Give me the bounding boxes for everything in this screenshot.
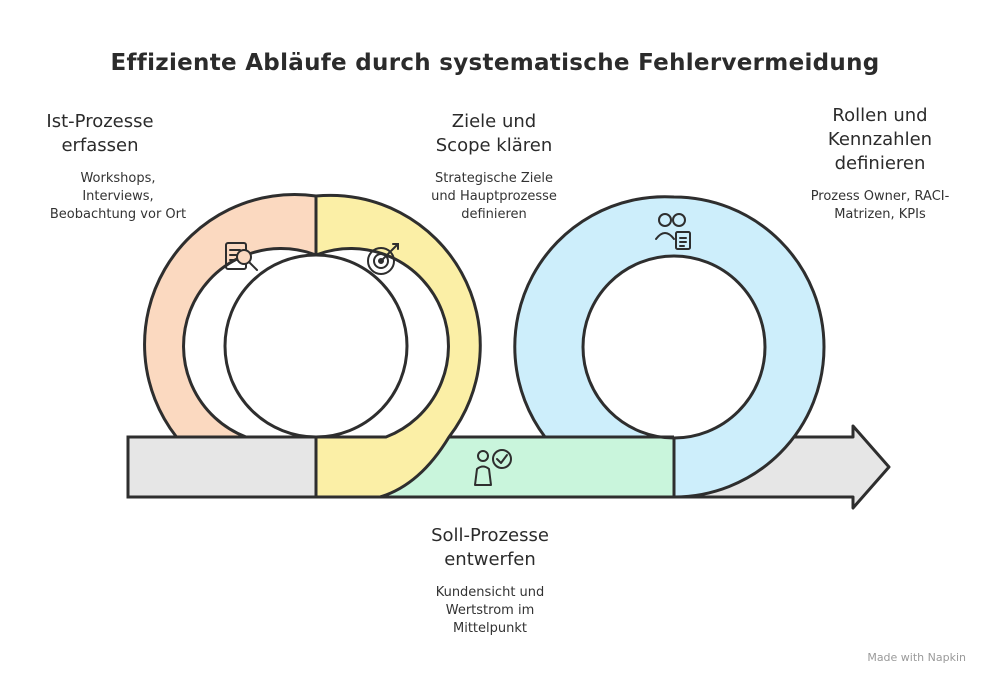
step-heading: Rollen und Kennzahlen definieren <box>827 105 933 174</box>
step-heading: Soll-Prozesse entwerfen <box>431 525 549 570</box>
arrow-tail <box>126 435 318 499</box>
ring-ist-prozesse <box>143 192 318 439</box>
person-check-icon <box>474 449 512 486</box>
step-soll-prozesse: Soll-Prozesse entwerfen Kundensicht und … <box>400 524 580 638</box>
made-with-napkin-badge[interactable]: Made with Napkin <box>867 651 966 664</box>
step-ist-prozesse: Ist-Prozesse erfassen Workshops, Intervi… <box>10 110 190 224</box>
step-ziele-scope: Ziele und Scope klären Strategische Ziel… <box>404 110 584 224</box>
target-arrow-icon <box>367 243 399 275</box>
diagram-title: Effiziente Abläufe durch systematische F… <box>110 50 880 76</box>
step-description: Strategische Ziele und Hauptprozesse def… <box>431 171 557 222</box>
ring-inner-right <box>581 254 767 440</box>
step-heading: Ziele und Scope klären <box>435 111 553 156</box>
users-document-icon <box>655 213 691 250</box>
step-description: Prozess Owner, RACI- Matrizen, KPIs <box>810 189 950 222</box>
ring-ziele-scope <box>314 193 482 499</box>
document-search-icon <box>225 242 258 271</box>
step-description: Kundensicht und Wertstrom im Mittelpunkt <box>435 585 545 636</box>
step-heading: Ist-Prozesse erfassen <box>46 111 154 156</box>
ring-inner-left <box>223 253 409 439</box>
step-rollen-kennzahlen: Rollen und Kennzahlen definieren Prozess… <box>780 104 980 224</box>
step-description: Workshops, Interviews, Beobachtung vor O… <box>49 171 187 222</box>
